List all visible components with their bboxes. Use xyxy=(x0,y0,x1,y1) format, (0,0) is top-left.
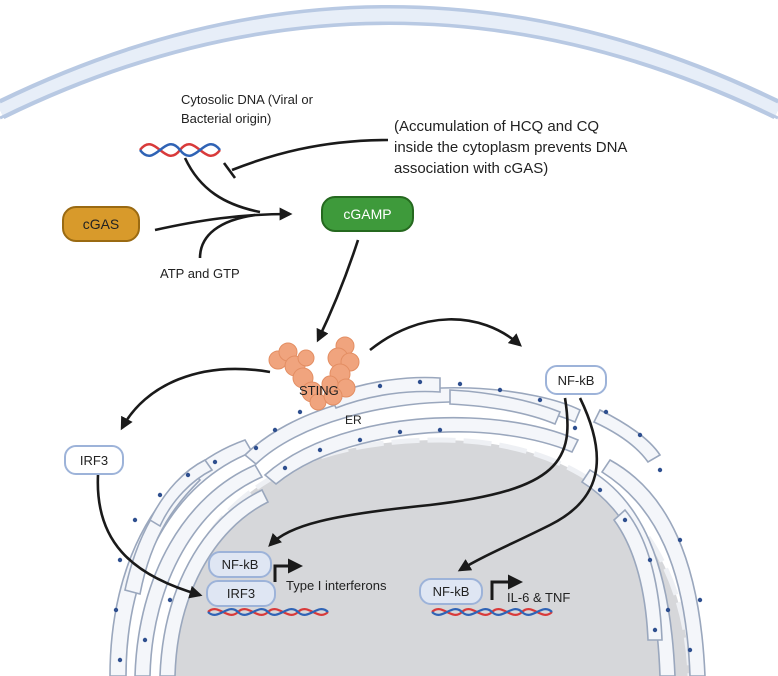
nfkb-nucleus-node-2: NF-kB xyxy=(419,578,483,605)
ribosomes xyxy=(113,379,703,663)
arrow-sting-to-nfkb xyxy=(369,318,522,352)
cell-membrane xyxy=(0,5,778,120)
irf3-nucleus-node: IRF3 xyxy=(206,580,276,607)
arrow-atp-to-synthesis xyxy=(198,213,256,259)
irf3-cytoplasm-node: IRF3 xyxy=(64,445,124,475)
transcription-arrow-2 xyxy=(490,574,523,600)
cytosolic-dna-label-1: Cytosolic DNA (Viral or xyxy=(181,92,313,107)
sting-protein xyxy=(268,336,360,411)
hcq-note-line-1: (Accumulation of HCQ and CQ xyxy=(394,118,600,135)
cgas-node: cGAS xyxy=(62,206,140,242)
nfkb-nucleus-node-1: NF-kB xyxy=(208,551,272,578)
hcq-note-line-2: inside the cytoplasm prevents DNA xyxy=(394,139,628,156)
arrow-sting-to-irf3 xyxy=(120,367,271,431)
inhibition-bar xyxy=(222,162,237,179)
cytosolic-dna-label-2: Bacterial origin) xyxy=(181,111,272,126)
sting-label: STING xyxy=(299,383,339,398)
type-i-interferons-label: Type I interferons xyxy=(286,578,387,593)
arrow-nfkb-to-nucleus-2 xyxy=(457,397,599,572)
arrow-cgas-to-cgamp xyxy=(154,207,293,232)
nuclear-dna-helix-1 xyxy=(207,608,329,616)
il6-tnf-label: IL-6 & TNF xyxy=(507,590,571,605)
arrow-cgamp-to-sting xyxy=(316,239,360,343)
arrow-dna-to-synthesis xyxy=(183,157,261,214)
inhibition-hcq xyxy=(231,138,389,172)
arrow-nfkb-to-nucleus-1 xyxy=(268,397,569,547)
cytosolic-dna-helix xyxy=(139,143,221,157)
arrow-irf3-to-nucleus xyxy=(96,474,203,599)
er-label: ER xyxy=(345,413,362,427)
hcq-note-line-3: association with cGAS) xyxy=(394,160,549,177)
atp-gtp-label: ATP and GTP xyxy=(160,266,240,281)
transcription-arrow-1 xyxy=(273,558,303,582)
pathway-arrows xyxy=(96,138,599,600)
nuclear-dna-helix-2 xyxy=(431,608,553,616)
cgamp-node: cGAMP xyxy=(321,196,414,232)
nfkb-cytoplasm-node: NF-kB xyxy=(545,365,607,395)
endoplasmic-reticulum xyxy=(109,376,706,676)
